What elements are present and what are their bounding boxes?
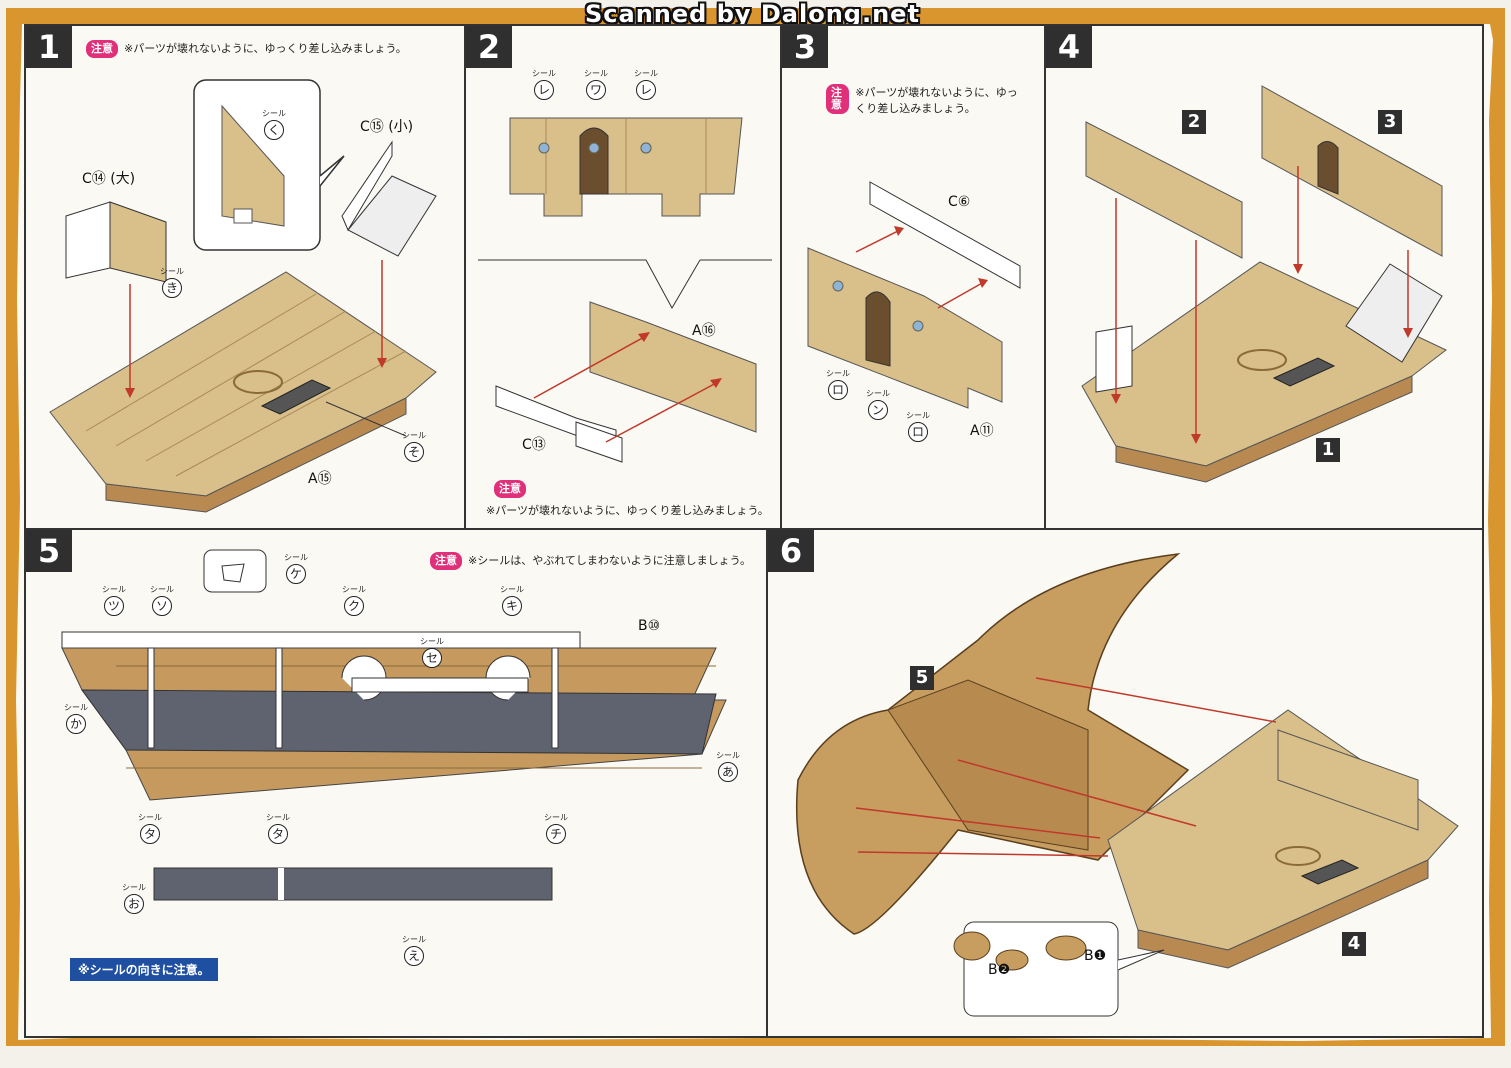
part-label-c14: C⑭ (大) <box>82 171 136 187</box>
step-6-panel: 6 5 4 B❷ B❶ <box>766 528 1484 1038</box>
seal-o: シールお <box>122 882 146 914</box>
caution-note: 注意 ※パーツが壊れないように、ゆっくり差し込みましょう。 <box>826 84 1026 116</box>
part-label-b10: B⑩ <box>638 618 661 634</box>
seal-re-right: シールレ <box>634 68 658 100</box>
seal-ta-mid: シールタ <box>266 812 290 844</box>
step-3-illustration <box>807 181 1021 409</box>
seal-ku: シールク <box>342 584 366 616</box>
caution-text: ※パーツが壊れないように、ゆっくり差し込みましょう。 <box>486 504 769 517</box>
step-5-illustration <box>61 549 727 901</box>
caution-note: 注意 ※パーツが壊れないように、ゆっくり差し込みましょう。 <box>486 480 769 518</box>
ref-step-1: 1 <box>1316 438 1340 462</box>
seal-so: シールソ <box>150 584 174 616</box>
seal-tsu: シールツ <box>102 584 126 616</box>
seal-se: シールセ <box>420 636 444 668</box>
step-number: 4 <box>1046 26 1092 68</box>
seal-a: シールあ <box>716 750 740 782</box>
seal-ki: シールキ <box>500 584 524 616</box>
step-2-panel: 2 シールレ シールワ シールレ A⑯ C⑬ 注意 ※パーツが壊れないように、ゆ… <box>464 24 782 530</box>
step-4-panel: 4 2 3 1 <box>1044 24 1484 530</box>
caution-note: 注意 ※シールは、やぶれてしまわないように注意しましょう。 <box>430 552 751 570</box>
caution-text: ※パーツが壊れないように、ゆっくり差し込みましょう。 <box>124 42 407 55</box>
watermark-text: Scanned by Dalong.net <box>585 0 920 28</box>
seal-ro-left: シールロ <box>826 368 850 400</box>
part-label-c13: C⑬ <box>522 437 546 453</box>
seal-e: シールえ <box>402 934 426 966</box>
part-label-a11: A⑪ <box>970 423 994 439</box>
part-label-a15: A⑮ <box>308 471 332 487</box>
step-number: 2 <box>466 26 512 68</box>
step-number: 3 <box>782 26 828 68</box>
seal-ki: シールき <box>160 266 184 298</box>
ref-step-3: 3 <box>1378 110 1402 134</box>
seal-n: シールン <box>866 388 890 420</box>
seal-chi: シールチ <box>544 812 568 844</box>
step-3-panel: 3 注意 ※パーツが壊れないように、ゆっくり差し込みましょう。 C⑥ A⑪ シー… <box>780 24 1046 530</box>
caution-note: 注意 ※パーツが壊れないように、ゆっくり差し込みましょう。 <box>86 40 407 58</box>
step-number: 1 <box>26 26 72 68</box>
step-5-panel: 5 注意 ※シールは、やぶれてしまわないように注意しましょう。 B⑩ シールケ … <box>24 528 768 1038</box>
step-1-panel: 1 注意 ※パーツが壊れないように、ゆっくり差し込みましょう。 C⑭ (大) C… <box>24 24 466 530</box>
caution-badge: 注意 <box>826 84 850 114</box>
step-number: 5 <box>26 530 72 572</box>
part-label-b1: B❶ <box>1084 948 1107 964</box>
seal-ro-right: シールロ <box>906 410 930 442</box>
part-label-c6: C⑥ <box>948 194 971 210</box>
step-2-illustration <box>478 117 772 463</box>
seal-ke: シールケ <box>284 552 308 584</box>
step-4-illustration <box>1081 85 1447 483</box>
seal-ku: シールく <box>262 108 286 140</box>
part-label-c15: C⑮ (小) <box>360 119 414 135</box>
seal-ta-left: シールタ <box>138 812 162 844</box>
step-number: 6 <box>768 530 814 572</box>
caution-text: ※パーツが壊れないように、ゆっくり差し込みましょう。 <box>855 86 1018 115</box>
part-label-a16: A⑯ <box>692 323 716 339</box>
step-1-illustration <box>49 79 437 513</box>
caution-badge: 注意 <box>494 480 526 498</box>
ref-step-4: 4 <box>1342 932 1366 956</box>
ref-step-5: 5 <box>910 666 934 690</box>
step-6-illustration <box>795 552 1459 1017</box>
seal-wa: シールワ <box>584 68 608 100</box>
ref-step-2: 2 <box>1182 110 1206 134</box>
seal-ka: シールか <box>64 702 88 734</box>
caution-badge: 注意 <box>86 40 118 58</box>
seal-re-left: シールレ <box>532 68 556 100</box>
seal-orientation-note: ※シールの向きに注意。 <box>70 958 218 981</box>
seal-so: シールそ <box>402 430 426 462</box>
caution-text: ※シールは、やぶれてしまわないように注意しましょう。 <box>468 554 752 567</box>
caution-badge: 注意 <box>430 552 462 570</box>
part-label-b2: B❷ <box>988 962 1011 978</box>
